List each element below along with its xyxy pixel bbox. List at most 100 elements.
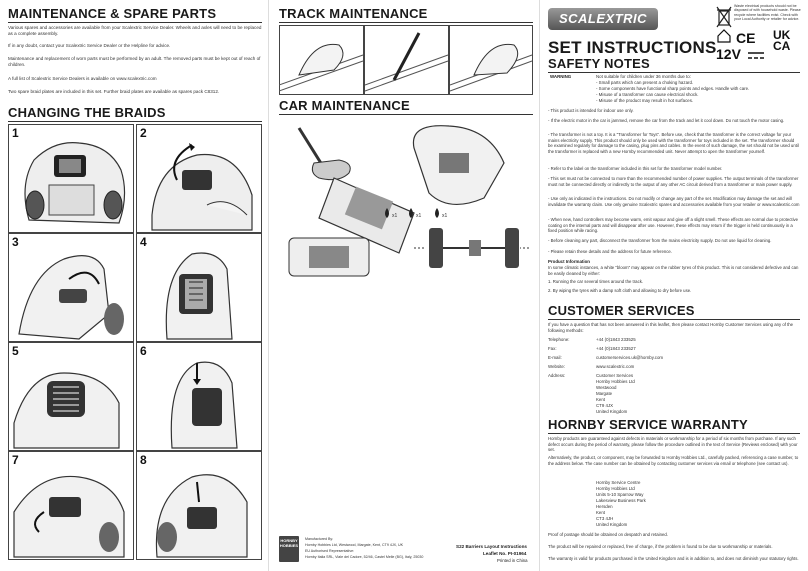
warranty-title: HORNBY SERVICE WARRANTY [548, 417, 748, 432]
warranty-title-rule [548, 433, 800, 434]
customer-services-title: CUSTOMER SERVICES [548, 303, 695, 318]
safety-para-8: - Before cleaning any part, disconnect t… [548, 238, 772, 243]
ukca-mark: UK CA [773, 28, 791, 53]
printed-in: Printed in China [497, 558, 528, 563]
panel-number: 8 [140, 453, 147, 467]
warranty-tail-3: The warranty is valid for products purch… [548, 556, 799, 561]
braid-fitted-illustration [170, 361, 238, 449]
contact-website-label: Website: [548, 364, 566, 369]
track-maintenance-title: TRACK MAINTENANCE [279, 6, 428, 21]
braid-panel-3: 3 [8, 233, 134, 342]
product-info-step-1: 1. Running the car several times around … [548, 279, 644, 284]
leaflet-number: Leaflet No. PI-01964 [483, 551, 527, 556]
maintenance-title-rule [8, 22, 262, 23]
safety-para-7: - When new, hand controllers may become … [548, 217, 799, 234]
address-line-2: Hornby Hobbies Ltd [596, 379, 635, 384]
safety-notes-title: SAFETY NOTES [548, 56, 650, 71]
maintenance-para-3: Maintenance and replacement of worn part… [8, 56, 261, 68]
braid-complete-illustration [155, 474, 248, 558]
safety-para-1: - This product is intended for indoor us… [548, 108, 634, 113]
fold-line-left [268, 0, 269, 571]
set-instructions-title: SET INSTRUCTIONS [548, 38, 717, 57]
safety-para-4: - Refer to the label on the transformer … [548, 166, 723, 171]
contact-telephone-value: +44 (0)1843 233525 [596, 337, 636, 342]
safety-para-3: - The transformer is not a toy. It is a … [548, 132, 799, 154]
address-line-3: Westwood [596, 385, 617, 390]
address-line-4: Margate [596, 391, 613, 396]
service-address-line-8: United Kingdom [596, 522, 628, 527]
safety-para-9: - Please retain these details and the ad… [548, 249, 672, 254]
panel-number: 5 [12, 344, 19, 358]
wheelie-bin-icon [716, 6, 732, 28]
maintenance-title: MAINTENANCE & SPARE PARTS [8, 6, 217, 21]
warning-line-1: Not suitable for children under 36 month… [596, 74, 691, 79]
braid-panel-7: 7 [8, 451, 134, 560]
manufacturer-line-2: EU Authorised Representative: [305, 549, 355, 553]
contact-fax-value: +44 (0)1843 233527 [596, 346, 636, 351]
panel-number: 6 [140, 344, 147, 358]
voltage-label: 12V [716, 46, 741, 62]
braid-closeup-illustration [165, 252, 233, 340]
manufacturer-label: Manufactured By: [305, 537, 334, 541]
warning-line-2: - Small parts which can present a chokin… [596, 80, 694, 85]
product-info-text: In some climatic instances, a white "blo… [548, 265, 799, 276]
address-line-1: Customer Services [596, 373, 634, 378]
leaflet-title: S22 Barriers Layout Instructions [456, 544, 527, 549]
maintenance-para-4: A full list of Scalextric Service Dealer… [8, 76, 157, 81]
oil-label-2: x1 [416, 213, 422, 219]
warning-label: WARNING [550, 74, 572, 79]
contact-telephone-label: Telephone: [548, 337, 570, 342]
car-title-rule [279, 114, 533, 115]
safety-title-rule [548, 72, 800, 73]
contact-website-link[interactable]: www.scalextric.com [596, 364, 635, 369]
manufacturer-line-3: Hornby Italia SRL, Viale del Cadore, 52/… [305, 555, 424, 559]
car-maintenance-illustration [288, 125, 529, 277]
contact-fax-label: Fax: [548, 346, 557, 351]
manufacturer-line-1: Hornby Hobbies Ltd, Westwood, Margate, K… [305, 543, 404, 547]
address-line-5: Kent [596, 397, 606, 402]
panel-number: 2 [140, 126, 147, 140]
panel-number: 7 [12, 453, 19, 467]
service-address-line-5: Hersden [596, 504, 613, 509]
service-address-line-4: Lakesview Business Park [596, 498, 646, 503]
oil-label-1: x1 [392, 213, 398, 219]
braid-panel-2: 2 [136, 124, 262, 233]
ce-mark: CE [736, 30, 756, 46]
customer-title-rule [548, 319, 800, 320]
contact-email-label: E-mail: [548, 355, 562, 360]
braid-removal-illustration [151, 143, 253, 231]
contact-email-link[interactable]: customerservices.uk@hornby.com [596, 355, 664, 360]
safety-para-2: - If the electric motor in the car is ja… [548, 118, 785, 123]
disposal-note: Waste electrical products should not be … [734, 4, 801, 22]
scalextric-logo: SCALEXTRIC [548, 8, 658, 30]
panel-number: 4 [140, 235, 147, 249]
car-underside-illustration [24, 142, 126, 224]
customer-intro: If you have a question that has not been… [548, 322, 794, 333]
maintenance-para-1: Various spares and accessories are avail… [8, 25, 262, 37]
safety-para-6: - Use only as indicated in the instructi… [548, 196, 800, 207]
warning-line-3: - Some components have functional sharp … [596, 86, 750, 91]
service-address-line-2: Hornby Hobbies Ltd [596, 486, 635, 491]
warranty-para-2: Alternatively, the product, or component… [548, 455, 799, 466]
braids-title-rule [8, 121, 262, 122]
braid-panel-4: 4 [136, 233, 262, 342]
car-maintenance-title: CAR MAINTENANCE [279, 98, 410, 113]
warranty-para-1: Hornby products are guaranteed against d… [548, 436, 798, 453]
braid-panel-1: 1 [8, 124, 134, 233]
service-address-line-1: Hornby Service Centre [596, 480, 641, 485]
product-info-step-2: 2. By wiping the tyres with a damp soft … [548, 288, 692, 293]
maintenance-para-5: Two spare braid plates are included in t… [8, 89, 220, 94]
braid-press-illustration [13, 475, 125, 558]
indoor-use-icon [717, 29, 731, 43]
oil-label-3: x1 [442, 213, 448, 219]
address-line-6: CT9 4JX [596, 403, 614, 408]
braid-panel-6: 6 [136, 342, 262, 451]
track-maintenance-illustration [279, 25, 533, 95]
track-title-rule [279, 22, 533, 23]
dc-symbol-icon [748, 52, 764, 59]
braid-insert-illustration [13, 372, 120, 449]
braid-hand-illustration [18, 255, 124, 340]
safety-para-5: - This set must not be connected to more… [548, 176, 799, 187]
warranty-tail-1: Proof of postage should be obtained on d… [548, 532, 668, 537]
panel-number: 3 [12, 235, 19, 249]
